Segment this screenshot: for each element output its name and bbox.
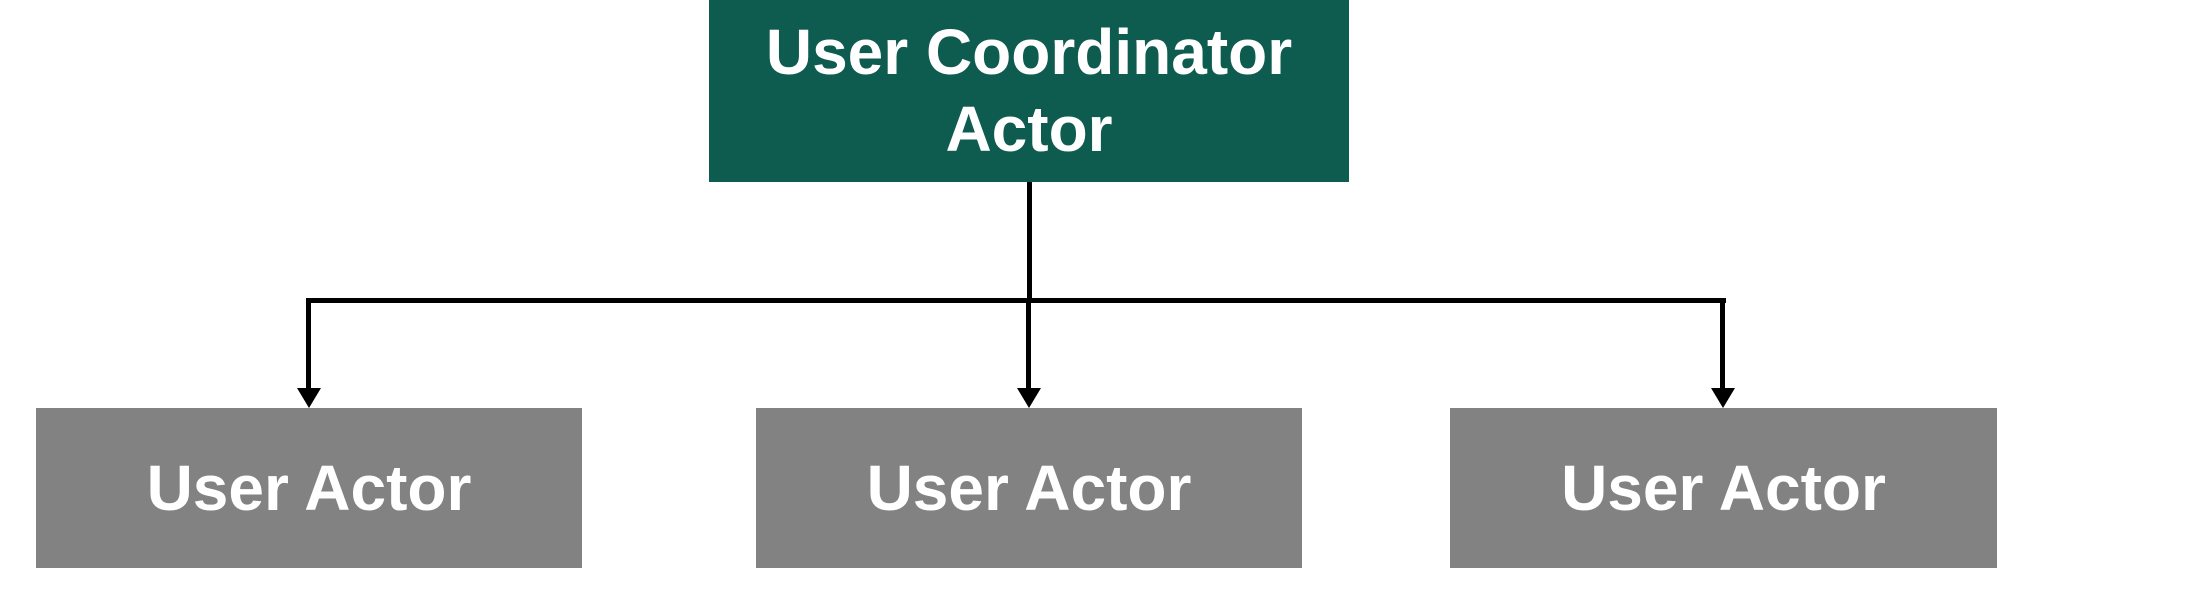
node-user-coordinator-actor: User Coordinator Actor: [709, 0, 1349, 182]
node-user-actor-1-label: User Actor: [146, 451, 472, 524]
arrow-down-icon: [297, 388, 321, 408]
connector-drop-right: [1720, 298, 1725, 390]
node-user-actor-2: User Actor: [756, 408, 1302, 568]
node-user-actor-3: User Actor: [1450, 408, 1997, 568]
connector-drop-center: [1026, 298, 1031, 390]
arrow-down-icon: [1711, 388, 1735, 408]
node-user-actor-1: User Actor: [36, 408, 582, 568]
connector-horizontal-bar: [306, 298, 1726, 303]
connector-stem: [1027, 182, 1032, 303]
connector-drop-left: [306, 298, 311, 390]
node-user-actor-3-label: User Actor: [1561, 451, 1886, 524]
node-user-coordinator-actor-label: User Coordinator Actor: [765, 16, 1293, 165]
arrow-down-icon: [1017, 388, 1041, 408]
node-user-actor-2-label: User Actor: [866, 451, 1192, 524]
